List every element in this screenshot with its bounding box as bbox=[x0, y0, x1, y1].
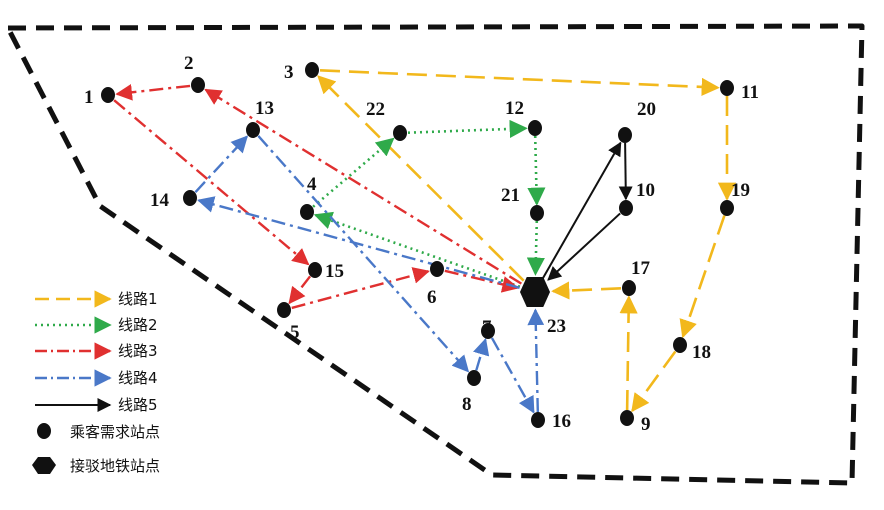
route4-edge-8-to-7 bbox=[473, 338, 490, 371]
demand-stop-2 bbox=[191, 77, 205, 93]
demand-stop-20 bbox=[618, 127, 632, 143]
legend-route1-label: 线路1 bbox=[118, 290, 158, 308]
node-label-13: 13 bbox=[255, 98, 274, 119]
legend: 线路1 线路2 线路3 线路4 线路5 乘客需求站点 接驳地铁站点 bbox=[32, 290, 160, 475]
node-label-3: 3 bbox=[284, 62, 294, 83]
legend-metro-stop-label: 接驳地铁站点 bbox=[70, 457, 160, 475]
demand-stop-15 bbox=[308, 262, 322, 278]
node-label-9: 9 bbox=[641, 414, 651, 435]
demand-stop-16 bbox=[531, 412, 545, 428]
demand-stop-4 bbox=[300, 204, 314, 220]
route1-edge-9-to-17 bbox=[619, 295, 638, 411]
node-label-14: 14 bbox=[150, 190, 170, 211]
node-label-6: 6 bbox=[427, 287, 437, 308]
node-label-21: 21 bbox=[501, 185, 520, 206]
node-label-17: 17 bbox=[631, 258, 651, 279]
demand-stop-19 bbox=[720, 200, 734, 216]
demand-stop-10 bbox=[619, 200, 633, 216]
demand-stop-1 bbox=[101, 87, 115, 103]
legend-demand-stop-symbol bbox=[37, 423, 51, 439]
route3-edge-1-to-15 bbox=[113, 99, 310, 266]
route3-edge-15-to-5 bbox=[288, 275, 312, 305]
route1-edge-23-to-3 bbox=[317, 75, 525, 282]
node-label-5: 5 bbox=[290, 322, 300, 343]
node-label-4: 4 bbox=[307, 174, 317, 195]
legend-route4-label: 线路4 bbox=[118, 369, 158, 387]
node-label-18: 18 bbox=[692, 342, 711, 363]
route3-edge-23-to-2 bbox=[204, 88, 522, 285]
legend-route3-label: 线路3 bbox=[118, 342, 158, 360]
demand-stop-9 bbox=[620, 410, 634, 426]
metro-stop-23 bbox=[520, 277, 550, 307]
legend-route2-label: 线路2 bbox=[118, 316, 158, 334]
route1-edge-17-to-23 bbox=[551, 281, 622, 300]
route4-edge-16-to-23 bbox=[527, 308, 545, 413]
node-label-16: 16 bbox=[552, 411, 571, 432]
node-label-22: 22 bbox=[366, 99, 385, 120]
route2-edge-12-to-21 bbox=[527, 135, 546, 206]
route4-edge-13-to-8 bbox=[257, 135, 470, 373]
route1-edge-18-to-9 bbox=[631, 350, 677, 413]
demand-stop-18 bbox=[673, 337, 687, 353]
demand-stop-6 bbox=[430, 261, 444, 277]
node-label-20: 20 bbox=[637, 99, 656, 120]
demand-stop-7 bbox=[481, 323, 495, 339]
demand-stop-3 bbox=[305, 62, 319, 78]
legend-route5-label: 线路5 bbox=[118, 396, 158, 414]
demand-stop-21 bbox=[530, 205, 544, 221]
route3-edge-5-to-6 bbox=[291, 267, 430, 310]
route1-edge-3-to-11 bbox=[319, 69, 720, 96]
node-label-8: 8 bbox=[462, 394, 472, 415]
route3-edge-6-to-23 bbox=[444, 269, 520, 293]
legend-metro-stop-symbol bbox=[32, 457, 56, 474]
node-label-11: 11 bbox=[741, 82, 759, 103]
demand-stop-5 bbox=[277, 302, 291, 318]
route4-edge-23-to-14 bbox=[197, 196, 520, 289]
node-label-19: 19 bbox=[731, 180, 750, 201]
route2-edge-22-to-12 bbox=[407, 119, 528, 139]
demand-stop-14 bbox=[183, 190, 197, 206]
route5-edge-20-to-10 bbox=[618, 142, 633, 201]
route5-edge-23-to-20 bbox=[542, 141, 622, 279]
legend-demand-stop-label: 乘客需求站点 bbox=[70, 423, 160, 441]
route4-edge-14-to-13 bbox=[194, 135, 249, 193]
demand-stop-22 bbox=[393, 125, 407, 141]
node-label-2: 2 bbox=[184, 53, 194, 74]
demand-stop-13 bbox=[246, 122, 260, 138]
service-area-boundary bbox=[5, 23, 865, 486]
node-label-7: 7 bbox=[482, 317, 492, 338]
node-label-10: 10 bbox=[636, 180, 655, 201]
demand-stop-12 bbox=[528, 120, 542, 136]
node-label-23: 23 bbox=[547, 316, 566, 337]
node-label-12: 12 bbox=[505, 98, 524, 119]
node-label-15: 15 bbox=[325, 261, 344, 282]
demand-stop-8 bbox=[467, 370, 481, 386]
route2-edge-21-to-23 bbox=[526, 220, 545, 276]
route5-edge-10-to-23 bbox=[547, 212, 621, 281]
route1-edge-19-to-18 bbox=[679, 215, 726, 339]
route3-edge-2-to-1 bbox=[115, 83, 191, 101]
node-label-1: 1 bbox=[84, 87, 94, 108]
demand-stop-17 bbox=[622, 280, 636, 296]
route4-edge-7-to-16 bbox=[490, 337, 535, 414]
demand-stop-11 bbox=[720, 80, 734, 96]
route2-edge-23-to-4 bbox=[313, 211, 521, 288]
